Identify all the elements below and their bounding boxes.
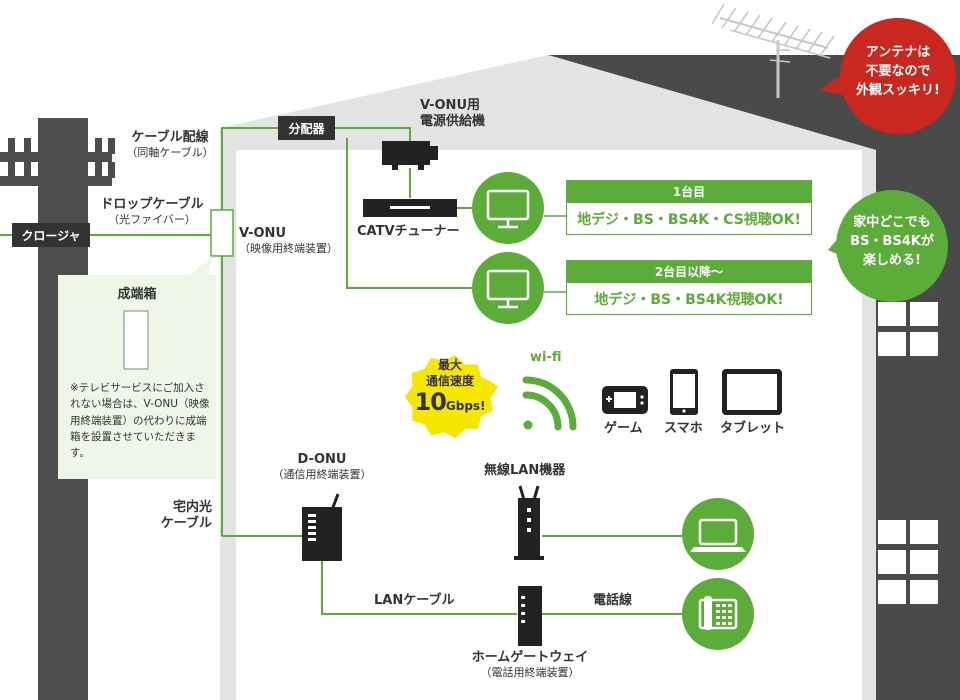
closure-tag: クロージャ: [12, 223, 90, 247]
game-console-icon: [602, 386, 648, 414]
indoor-cable-label: 宅内光 ケーブル: [160, 500, 212, 532]
phone-line-label: 電話線: [593, 593, 633, 608]
home-gateway-icon: [518, 586, 542, 646]
lan-cable-label: LANケーブル: [374, 593, 455, 608]
speed-value: 10: [414, 388, 446, 417]
tv2-head: 2台目以降～: [566, 260, 812, 282]
speed-starburst: [404, 355, 498, 439]
tv1-head: 1台目: [566, 180, 812, 202]
smartphone-label: スマホ: [664, 421, 703, 436]
game-label: ゲーム: [604, 421, 643, 436]
tv-icon: [472, 172, 544, 244]
tv-icon: [472, 252, 544, 324]
donu-device-icon: [302, 493, 342, 561]
telephone-icon: [682, 578, 754, 650]
donu-label: D-ONU （通信用終端装置）: [272, 452, 372, 482]
anywhere-badge-text: 家中どこでも BS・BS4Kが 楽しめる!: [850, 215, 934, 268]
antenna-badge: [820, 18, 956, 134]
wireless-lan-label: 無線LAN機器: [484, 463, 566, 478]
tv1-body: 地デジ・BS・BS4K・CS視聴OK!: [566, 202, 812, 235]
wifi-label: wi-fi: [530, 350, 562, 365]
cable-wiring-label: ケーブル配線 （同軸ケーブル）: [126, 130, 214, 160]
home-gateway-label: ホームゲートウェイ （電話用終端装置）: [471, 650, 589, 680]
termination-box-icon: [123, 310, 149, 370]
wifi-icon: [522, 376, 577, 431]
antenna-badge-text: アンテナは 不要なので 外観スッキリ!: [856, 45, 940, 98]
drop-cable-label: ドロップケーブル （光ファイバー）: [100, 197, 204, 227]
smartphone-icon: [670, 369, 698, 415]
catv-tuner-icon: [363, 199, 457, 217]
antenna-icon: [711, 3, 835, 98]
laptop-icon: [682, 498, 754, 570]
tv2-body: 地デジ・BS・BS4K視聴OK!: [566, 282, 812, 315]
cable-lines: [0, 127, 682, 615]
termination-note: ※テレビサービスにご加入されない場合は、V-ONU（映像用終端装置）の代わりに成…: [70, 382, 210, 460]
house: [220, 55, 960, 700]
tablet-icon: [722, 369, 782, 415]
termination-box-label: 成端箱: [117, 287, 157, 302]
speed-badge-text: 最大 通信速度 10Gbps!: [414, 358, 486, 417]
tablet-label: タブレット: [720, 421, 786, 436]
vonu-power-label: V-ONU用 電源供給機: [420, 98, 486, 130]
anywhere-badge: [828, 190, 948, 302]
vonu-label: V-ONU （映像用終端装置）: [239, 226, 338, 256]
vonu-device: [210, 209, 234, 257]
splitter-tag: 分配器: [278, 116, 335, 140]
termination-box-panel: [58, 256, 216, 479]
router-icon: [514, 485, 544, 560]
catv-tuner-label: CATVチューナー: [357, 224, 460, 239]
power-supply-icon: [382, 141, 438, 170]
speed-unit: Gbps!: [445, 399, 486, 414]
